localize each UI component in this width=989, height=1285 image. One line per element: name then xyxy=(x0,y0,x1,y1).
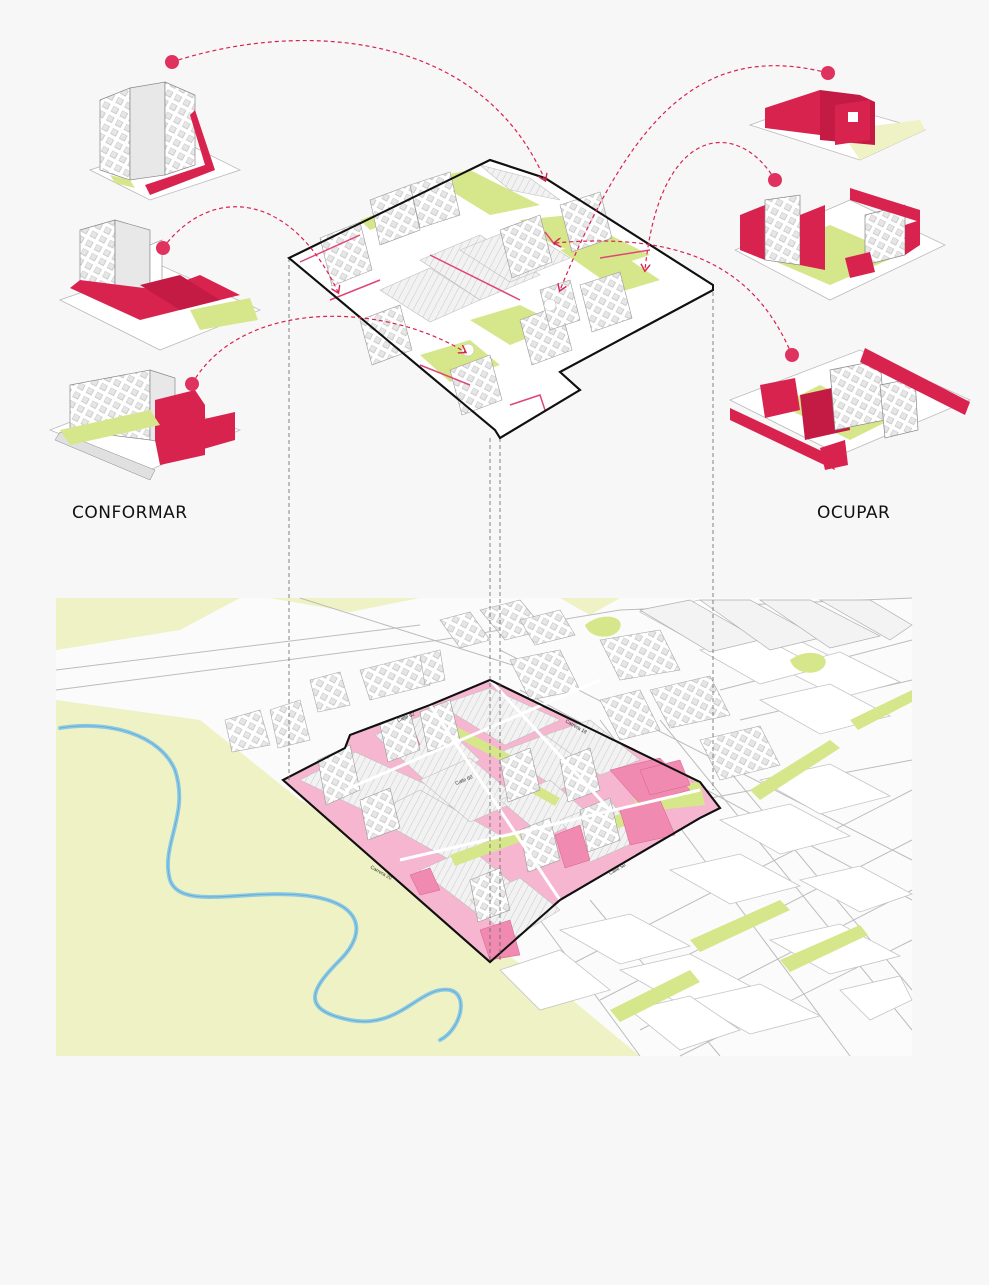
study-area-base: Calle 62 Calle 60 Carrera 18 Carrera 20 … xyxy=(281,678,722,964)
projection-lines xyxy=(288,258,714,962)
thumb-left-3 xyxy=(48,369,242,481)
pink-dot-icon xyxy=(156,55,835,391)
thumb-right-1 xyxy=(748,90,927,161)
thumb-left-2 xyxy=(58,219,262,351)
thumb-right-3 xyxy=(729,348,971,470)
thumb-right-2 xyxy=(734,188,946,301)
floating-block xyxy=(287,158,714,440)
label-ocupar: OCUPAR xyxy=(817,503,891,523)
city-base-map: Calle 62 Calle 60 Carrera 18 Carrera 20 … xyxy=(55,597,913,1057)
river-park xyxy=(56,700,640,1056)
connector-arrows xyxy=(162,39,829,385)
label-conformar: CONFORMAR xyxy=(72,503,188,523)
thumb-left-1 xyxy=(88,81,242,201)
